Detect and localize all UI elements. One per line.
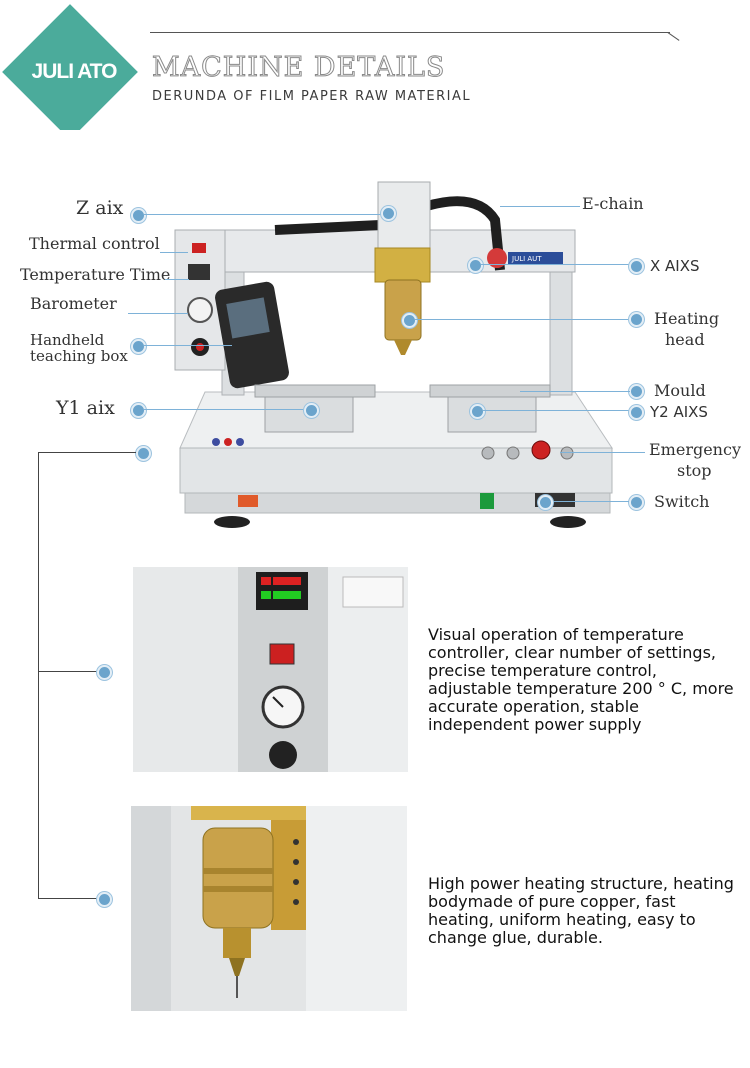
photo-heating-head <box>131 806 407 1011</box>
label-heating-head-1: Heating <box>654 309 720 328</box>
callout-dot-switch-start <box>538 495 553 510</box>
connector-dot-head <box>97 892 112 907</box>
connector-top-segment <box>38 452 136 453</box>
label-z-axis: Z aix <box>76 197 124 219</box>
leader-y2-axis <box>483 410 629 411</box>
leader-x-axis <box>481 264 629 265</box>
header-rule-hook <box>667 32 680 41</box>
photo-control-panel <box>133 567 408 772</box>
leader-mould <box>520 391 630 392</box>
leader-heating-head <box>415 319 629 320</box>
brand-plate-text: JULI AUT <box>511 255 542 263</box>
callout-dot-y1-axis-end <box>304 403 319 418</box>
label-temperature-time: Temperature Time <box>20 265 171 284</box>
leader-switch <box>544 501 629 502</box>
logo-text: JULI ATO <box>31 60 118 83</box>
callout-dot-y2-axis <box>470 404 485 419</box>
label-e-chain: E-chain <box>582 194 644 213</box>
callout-dot-y1-axis <box>131 403 146 418</box>
label-x-axis: X AIXS <box>650 257 700 275</box>
callout-dot-y2-axis-end <box>629 405 644 420</box>
label-switch: Switch <box>654 492 710 511</box>
label-thermal-control: Thermal control <box>29 234 160 253</box>
leader-y1-axis <box>144 409 304 410</box>
label-y1-axis: Y1 aix <box>56 397 115 419</box>
leader-z-axis <box>144 214 389 215</box>
callout-dot-x-axis-end <box>629 259 644 274</box>
callout-dot-switch <box>629 495 644 510</box>
detail-text-heating-head: High power heating structure, heating bo… <box>428 874 734 947</box>
label-handheld-1: Handheld <box>30 331 105 349</box>
callout-dot-mould <box>629 384 644 399</box>
label-handheld-2: teaching box <box>30 347 128 365</box>
callout-dot-handheld <box>131 339 146 354</box>
leader-barometer <box>128 313 188 314</box>
leader-emergency <box>560 452 645 453</box>
page-subtitle: DERUNDA OF FILM PAPER RAW MATERIAL <box>152 89 472 104</box>
leader-thermal-control <box>160 252 188 253</box>
header-rule <box>150 32 670 33</box>
label-y2-axis: Y2 AIXS <box>650 403 708 421</box>
leader-handheld <box>144 345 232 346</box>
callout-dot-heating-head <box>402 313 417 328</box>
callout-dot-z-axis-end <box>381 206 396 221</box>
label-mould: Mould <box>654 381 706 400</box>
connector-vertical <box>38 452 39 899</box>
label-emergency-1: Emergency <box>649 440 741 459</box>
connector-dot-top <box>136 446 151 461</box>
label-heating-head-2: head <box>665 330 705 349</box>
connector-dot-panel <box>97 665 112 680</box>
callout-dot-z-axis <box>131 208 146 223</box>
page-title: MACHINE DETAILS <box>151 52 446 84</box>
label-emergency-2: stop <box>677 461 712 480</box>
callout-dot-x-axis <box>468 258 483 273</box>
leader-temperature-time <box>165 279 189 280</box>
detail-text-control-panel: Visual operation of temperature controll… <box>428 625 734 734</box>
callout-dot-heating-head-end <box>629 312 644 327</box>
label-barometer: Barometer <box>30 294 117 313</box>
machine-illustration: JULI AUT <box>0 130 750 540</box>
connector-bottom-segment <box>38 898 98 899</box>
connector-mid-segment <box>38 671 98 672</box>
leader-e-chain <box>500 206 580 207</box>
